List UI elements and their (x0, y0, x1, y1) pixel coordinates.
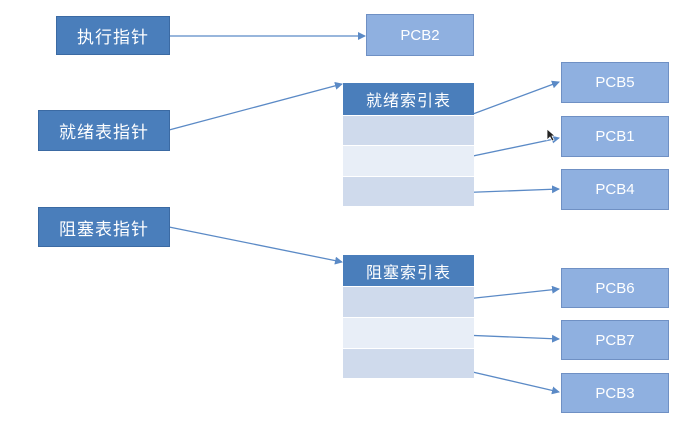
blocked-table-title: 阻塞索引表 (365, 262, 451, 282)
ready-pointer-label: 就绪表指针 (59, 123, 149, 143)
blocked-table-header: 阻塞索引表 (343, 255, 474, 286)
mouse-cursor-icon (546, 128, 556, 142)
pcb-blocked-2-label: PCB7 (595, 331, 635, 349)
ready-index-table: 就绪索引表 (343, 83, 474, 206)
exec-pointer-box: 执行指针 (56, 16, 170, 55)
pcb-blocked-1-box: PCB6 (561, 268, 669, 308)
pcb-blocked-1-label: PCB6 (595, 279, 635, 297)
blocked-table-row-3 (343, 348, 474, 378)
pcb-blocked-3-label: PCB3 (595, 384, 635, 402)
ready-table-row-2 (343, 145, 474, 176)
pcb-ready-3-box: PCB4 (561, 169, 669, 210)
blocked-table-row-2 (343, 317, 474, 348)
pcb-blocked-2-box: PCB7 (561, 320, 669, 360)
arrow-ready-pointer-to-table (168, 81, 343, 131)
arrow-blocked-pointer-to-table (168, 226, 343, 265)
pcb-running-box: PCB2 (366, 14, 474, 56)
pcb-ready-1-box: PCB5 (561, 62, 669, 103)
ready-table-row-3 (343, 176, 474, 206)
pcb-ready-2-box: PCB1 (561, 116, 669, 157)
ready-pointer-box: 就绪表指针 (38, 110, 170, 151)
pcb-ready-2-label: PCB1 (595, 128, 635, 145)
blocked-pointer-label: 阻塞表指针 (59, 219, 149, 240)
blocked-table-row-1 (343, 286, 474, 317)
pcb-ready-3-label: PCB4 (595, 181, 635, 198)
pcb-blocked-3-box: PCB3 (561, 373, 669, 413)
ready-table-header: 就绪索引表 (343, 83, 474, 115)
pcb-running-label: PCB2 (400, 26, 440, 44)
ready-table-title: 就绪索引表 (365, 91, 451, 110)
ready-table-row-1 (343, 115, 474, 145)
exec-pointer-label: 执行指针 (77, 28, 149, 48)
blocked-pointer-box: 阻塞表指针 (38, 207, 170, 247)
blocked-index-table: 阻塞索引表 (343, 255, 474, 378)
pcb-ready-1-label: PCB5 (595, 74, 635, 91)
